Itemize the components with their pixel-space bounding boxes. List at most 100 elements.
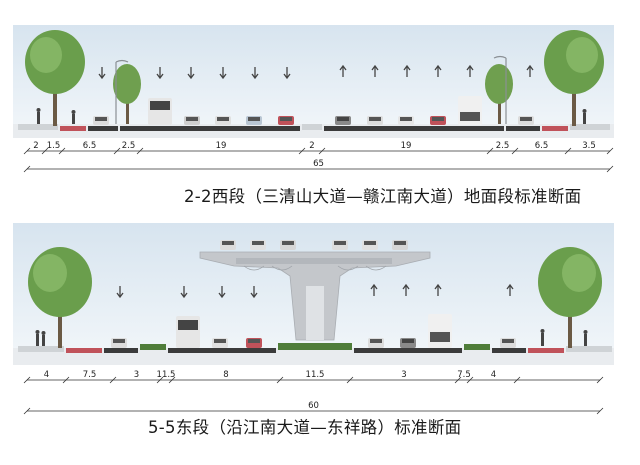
tree-right-large xyxy=(538,247,602,348)
dimension-tick xyxy=(62,376,70,384)
dimension-tick xyxy=(23,147,31,155)
arrow-head xyxy=(250,292,258,299)
arrow-up-icon xyxy=(402,283,410,296)
dimension-tick xyxy=(23,165,31,173)
car xyxy=(362,240,378,250)
arrow-down-icon xyxy=(251,67,259,80)
car xyxy=(246,116,262,125)
arrow-up-icon xyxy=(403,64,411,77)
arrow-down-icon xyxy=(156,67,164,80)
car xyxy=(93,116,109,125)
dimension-tick xyxy=(276,376,284,384)
sidewalk-right xyxy=(570,124,610,130)
dimension-tick xyxy=(346,376,354,384)
bike-lane-right xyxy=(542,126,568,131)
service-lane-left xyxy=(88,126,118,131)
dimension-label: 2.5 xyxy=(122,141,136,151)
sidewalk-right xyxy=(566,346,612,352)
traffic-direction-arrows xyxy=(116,283,514,299)
arrow-up-icon xyxy=(466,64,474,77)
tree-left-small xyxy=(113,64,141,124)
dimension-tick xyxy=(606,147,614,155)
dimension-tick xyxy=(58,147,66,155)
tree-right-large xyxy=(544,30,604,126)
truck xyxy=(428,314,452,348)
service-lane-right xyxy=(506,126,540,131)
dimension-tick xyxy=(113,147,121,155)
sidewalk-left xyxy=(18,124,58,130)
arrow-head xyxy=(116,292,124,299)
dimension-tick xyxy=(23,407,31,415)
truck xyxy=(176,316,200,348)
green-belt-left xyxy=(140,344,166,350)
arrow-head xyxy=(187,73,195,80)
median xyxy=(302,124,322,130)
arrow-down-icon xyxy=(187,67,195,80)
car xyxy=(392,240,408,250)
dimension-label: 8 xyxy=(223,370,228,380)
arrow-head xyxy=(98,73,106,80)
arrow-head xyxy=(466,64,474,71)
arrow-head xyxy=(180,292,188,299)
dimension-tick xyxy=(486,147,494,155)
arrow-up-icon xyxy=(371,64,379,77)
arrow-down-icon xyxy=(116,286,124,299)
dimension-tick xyxy=(318,147,326,155)
dimension-tick xyxy=(136,147,144,155)
dimension-label: 6.5 xyxy=(83,141,97,151)
bike-lane-left xyxy=(60,126,86,131)
car xyxy=(215,116,231,125)
arrow-head xyxy=(371,64,379,71)
sidewalk-left xyxy=(18,346,64,352)
arrow-head xyxy=(434,283,442,290)
dimension-tick xyxy=(513,376,521,384)
arrow-up-icon xyxy=(526,64,534,77)
dimension-label: 3.5 xyxy=(582,141,596,151)
total-width-label: 60 xyxy=(308,401,319,411)
dimension-label: 6.5 xyxy=(535,141,549,151)
arrow-head xyxy=(156,73,164,80)
dimension-label: 4 xyxy=(44,370,49,380)
car xyxy=(184,116,200,125)
arrow-up-icon xyxy=(506,283,514,296)
car xyxy=(500,338,516,348)
arrow-head xyxy=(434,64,442,71)
dimension-tick xyxy=(41,147,49,155)
street-lamp-right xyxy=(493,55,507,124)
tree-left-large xyxy=(25,30,85,126)
dimension-tick xyxy=(596,407,604,415)
dimension-label: 3 xyxy=(134,370,139,380)
bike-lane-right xyxy=(528,348,564,353)
dimension-tick xyxy=(606,165,614,173)
car xyxy=(246,338,262,348)
street-lamp-left xyxy=(115,59,129,124)
elevated-viaduct xyxy=(199,251,431,341)
total-width-label: 65 xyxy=(313,159,324,169)
car xyxy=(111,338,127,348)
service-lane-right xyxy=(492,348,526,353)
car xyxy=(398,116,414,125)
car xyxy=(367,116,383,125)
section-caption-5-5: 5-5东段（沿江南大道—东祥路）标准断面 xyxy=(148,418,462,437)
dimension-label: 2.5 xyxy=(496,141,510,151)
car xyxy=(400,338,416,348)
car xyxy=(430,116,446,125)
arrow-up-icon xyxy=(434,283,442,296)
car xyxy=(278,116,294,125)
arrow-down-icon xyxy=(219,67,227,80)
dimension-tick xyxy=(596,376,604,384)
viaduct-vehicles xyxy=(220,240,408,250)
dimension-tick xyxy=(454,376,462,384)
arrow-head xyxy=(402,283,410,290)
arrow-down-icon xyxy=(218,286,226,299)
arrow-head xyxy=(283,73,291,80)
dimension-label: 4 xyxy=(491,370,496,380)
car xyxy=(332,240,348,250)
section-caption-2-2: 2-2西段（三清山大道—赣江南大道）地面段标准断面 xyxy=(184,187,582,206)
arrow-head xyxy=(403,64,411,71)
dimension-label: 2 xyxy=(33,141,38,151)
